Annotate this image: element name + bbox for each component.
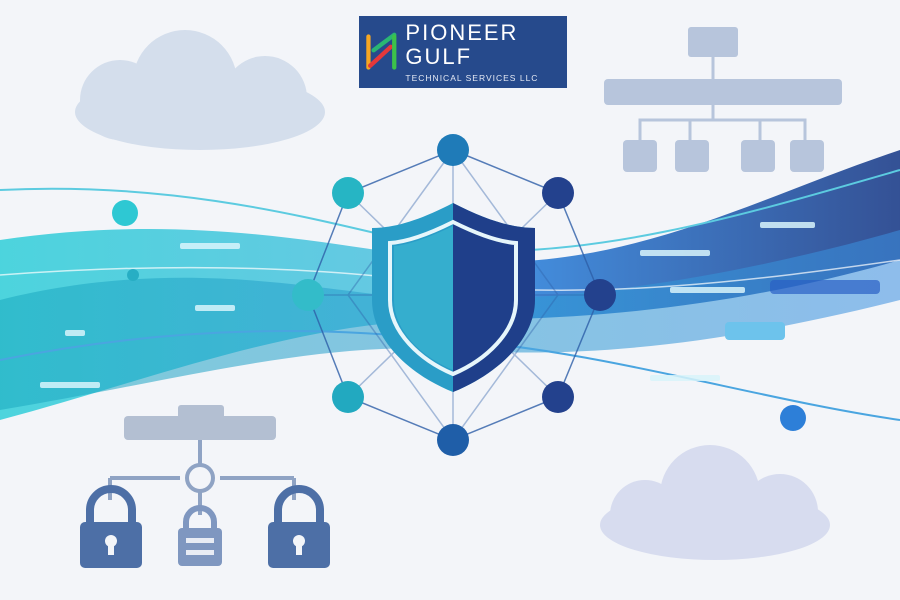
network-nodes [292,134,616,456]
logo-title: PIONEER GULF [405,20,519,69]
cloud-icon [600,445,830,560]
logo-subtitle: TECHNICAL SERVICES LLC [405,73,539,83]
logo-mark-icon [366,32,397,70]
padlock-icon [268,485,330,568]
padlock-icon [178,505,222,566]
cloud-icon [75,30,325,150]
padlock-icon [80,485,142,568]
network-hierarchy-icon [604,27,842,172]
shield-icon [372,203,535,392]
network-hierarchy-icon [108,405,296,515]
company-logo: PIONEER GULF TECHNICAL SERVICES LLC [359,16,567,88]
